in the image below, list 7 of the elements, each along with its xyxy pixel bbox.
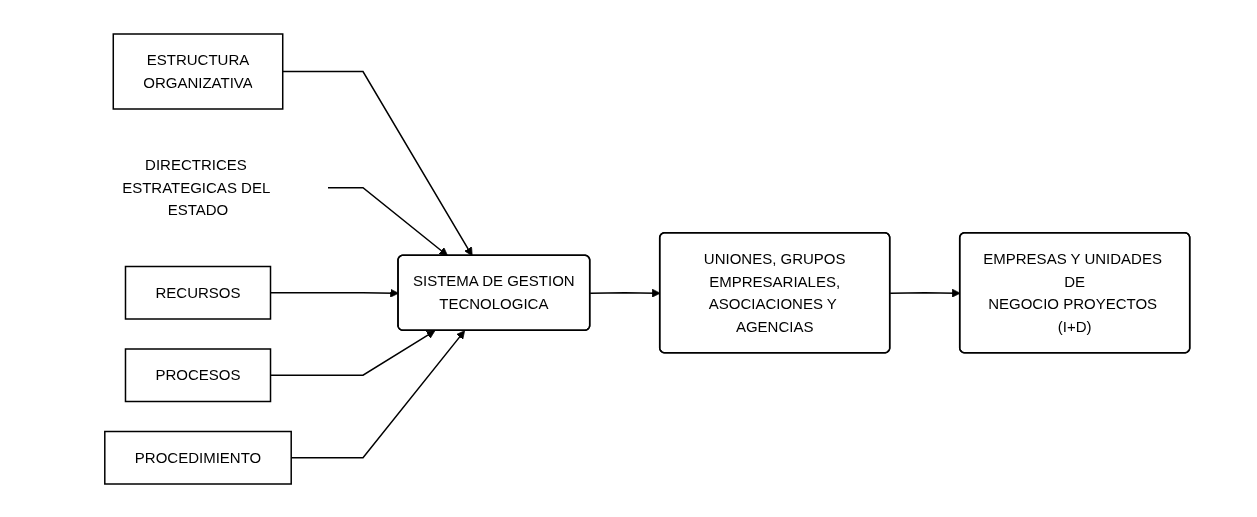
node-box: RECURSOS <box>124 265 271 320</box>
arrow <box>290 329 465 458</box>
arrow <box>326 186 448 256</box>
node-box: ESTRUCTURA ORGANIZATIVA <box>112 32 284 110</box>
node-text: DIRECTRICES ESTRATEGICAS DEL ESTADO <box>121 155 270 218</box>
node-box: PROCESOS <box>124 347 271 402</box>
node-box: PROCEDIMIENTO <box>103 430 292 485</box>
